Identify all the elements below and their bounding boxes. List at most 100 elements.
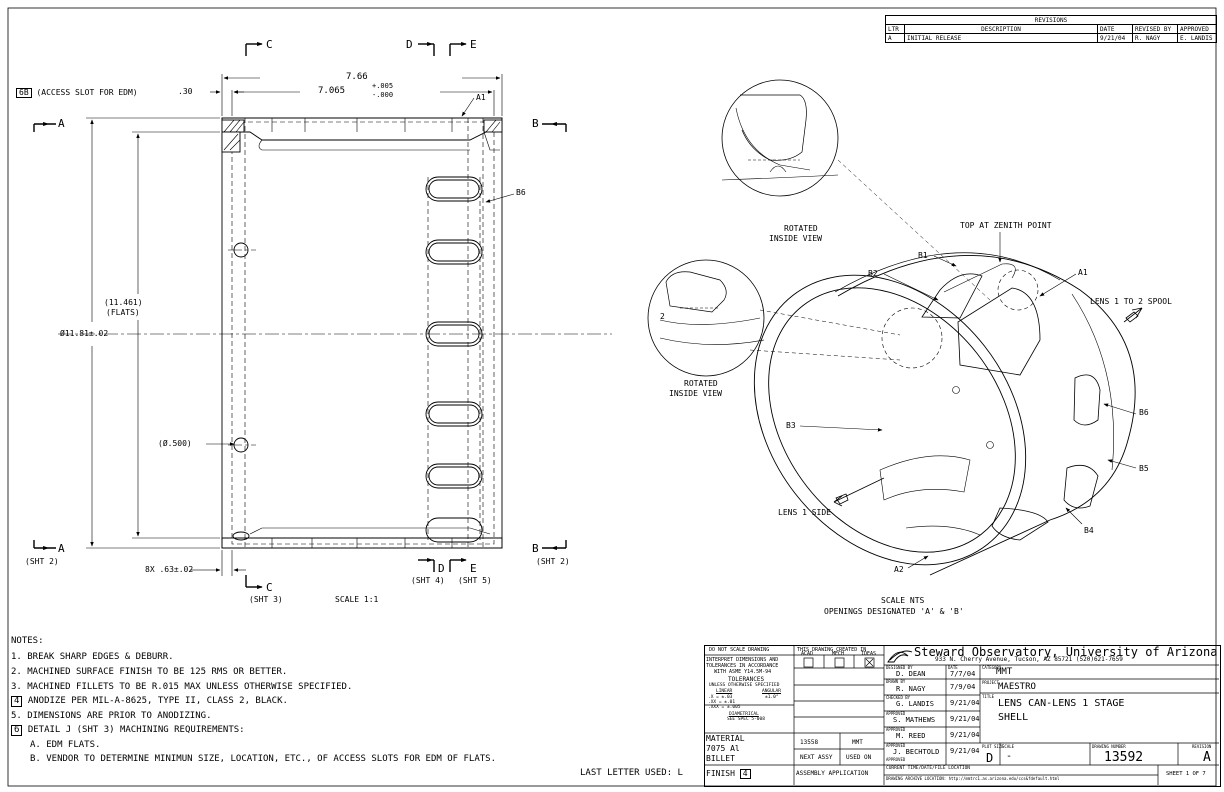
top-flange xyxy=(221,117,503,141)
label-lens1-side: LENS 1 SIDE xyxy=(778,508,831,517)
opening-b5 xyxy=(1063,464,1099,509)
callout-b2: B2 xyxy=(868,269,878,278)
section-label-c-bottom: C xyxy=(266,581,273,594)
slots xyxy=(425,176,483,543)
tb-see-spec: SEE SPEC 5-008 xyxy=(727,717,765,722)
callout-b5: B5 xyxy=(1139,464,1149,473)
callout-b1: B1 xyxy=(918,251,928,260)
tb-next-assy: NEXT ASSY xyxy=(800,754,833,761)
tb-material-2: BILLET xyxy=(706,754,735,763)
tb-tol-3: .XXX = ±.005 xyxy=(708,705,741,710)
section-label-b-bottom: B xyxy=(532,542,539,555)
hatch-corner-tr xyxy=(483,119,503,133)
tb-drawing-number: 13592 xyxy=(1104,750,1144,765)
callout-b6-section: B6 xyxy=(516,188,526,197)
dim-flats-label: (FLATS) xyxy=(106,308,140,317)
tb-do-not-scale: DO NOT SCALE DRAWING xyxy=(709,647,770,653)
tb-designed-date: 7/7/04 xyxy=(950,670,976,678)
label-rotated-1: ROTATED xyxy=(784,224,818,233)
access-slot-text: (ACCESS SLOT FOR EDM) xyxy=(36,88,138,97)
section-view xyxy=(33,41,612,590)
isometric-view xyxy=(647,79,1143,576)
section-label-d-top: D xyxy=(406,38,413,51)
tb-created-in: THIS DRAWING CREATED IN xyxy=(797,647,867,653)
tb-title-1: LENS CAN-LENS 1 STAGE xyxy=(998,698,1125,709)
tb-interpret-3: WITH ASME Y14.5M-94 xyxy=(714,669,772,675)
tb-mmt: MMT xyxy=(852,739,863,746)
tb-drawn-by: R. NAGY xyxy=(896,685,926,693)
tb-current-time: CURRENT TIME/DATE/FILE LOCATION xyxy=(886,766,970,771)
rev-cell: INITIAL RELEASE xyxy=(904,33,1098,43)
rev-cell: E. LANDIS xyxy=(1177,33,1217,43)
tb-sheet: SHEET 1 OF 7 xyxy=(1166,771,1206,777)
opening-b4 xyxy=(991,507,1049,541)
tb-material-1: 7075 Al xyxy=(706,744,740,753)
tb-revision-label: REVISION xyxy=(1192,744,1212,749)
callout-b3: B3 xyxy=(786,421,796,430)
tb-approved-label-4: APPROVED xyxy=(886,757,906,762)
tb-category: MMT xyxy=(996,667,1013,677)
section-outline xyxy=(221,117,503,549)
shell-body xyxy=(837,255,1136,576)
tb-scale: - xyxy=(1006,751,1013,762)
rev-header-approved: APPROVED xyxy=(1177,24,1217,34)
section-label-a-bottom: A xyxy=(58,542,65,555)
tb-checked-label: CHECKED BY xyxy=(886,695,911,700)
tb-used-on: USED ON xyxy=(846,754,872,761)
section-label-e-top: E xyxy=(470,38,477,51)
sheet-ref-b: (SHT 2) xyxy=(536,557,570,566)
section-label-c-top: C xyxy=(266,38,273,51)
label-lens-spool: LENS 1 TO 2 SPOOL xyxy=(1090,297,1172,306)
tb-tol-angular: ±1.0° xyxy=(765,695,779,700)
callout-b4: B4 xyxy=(1084,526,1094,535)
callout-b6: B6 xyxy=(1139,408,1149,417)
dim-8x: 8X .63±.02 xyxy=(145,565,194,574)
tb-part-no: 13558 xyxy=(800,739,819,746)
note-6b-tag: 6B xyxy=(16,88,32,98)
tb-angular: ANGULAR xyxy=(762,689,781,694)
section-scale: SCALE 1:1 xyxy=(335,595,379,604)
dim-030: .30 xyxy=(178,87,193,96)
tb-tol-2: .XX = ±.01 xyxy=(708,700,736,705)
tb-company: Steward Observatory, University of Arizo… xyxy=(914,645,1218,659)
tb-finish-note: 4 xyxy=(739,769,751,779)
tb-ideas: IDEAS xyxy=(861,651,877,657)
tb-checked-by: G. LANDIS xyxy=(896,700,934,708)
title-block-lines xyxy=(704,645,1219,785)
callout-a1: A1 xyxy=(1078,268,1088,277)
tb-approved-1: S. MATHEWS xyxy=(893,716,936,724)
tb-acad: ACAD xyxy=(801,651,814,657)
tb-unless: UNLESS OTHERWISE SPECIFIED xyxy=(709,683,780,688)
tb-project: MAESTRO xyxy=(998,682,1036,692)
detail-circle-top xyxy=(721,79,839,197)
sheet-ref-d: (SHT 4) xyxy=(411,576,445,585)
note-5: 5. DIMENSIONS ARE PRIOR TO ANODIZING. xyxy=(11,711,212,721)
section-label-a-top: A xyxy=(58,117,65,130)
rev-header-date: DATE xyxy=(1097,24,1133,34)
tb-drawing-number-label: DRAWING NUMBER xyxy=(1092,744,1126,749)
section-label-e-bottom: E xyxy=(470,562,477,575)
tb-category-label: CATEGORY xyxy=(982,665,1002,670)
tb-designed-label: DESIGNED BY xyxy=(886,665,913,670)
opening-a1 xyxy=(957,287,1041,376)
tb-designed-by: D. DEAN xyxy=(896,670,926,678)
dim-hole: (Ø.500) xyxy=(158,439,192,448)
dim-flats: (11.461) xyxy=(104,298,143,307)
last-letter-used: LAST LETTER USED: L xyxy=(580,768,683,778)
tb-approved-1-date: 9/21/04 xyxy=(950,715,980,723)
label-top-zenith: TOP AT ZENITH POINT xyxy=(960,221,1052,230)
detail-circle-left xyxy=(647,259,765,377)
note-6a: A. EDM FLATS. xyxy=(30,740,101,750)
tb-drawn-label: DRAWN BY xyxy=(886,679,906,684)
label-inside-view-1: INSIDE VIEW xyxy=(769,234,822,243)
rev-header-ltr: LTR xyxy=(885,24,905,34)
bottom-flange xyxy=(221,537,503,549)
tb-drawn-date: 7/9/04 xyxy=(950,683,976,691)
tb-tolerances: TOLERANCES xyxy=(728,676,765,683)
front-ring-outer xyxy=(753,274,1027,566)
label-openings: OPENINGS DESIGNATED 'A' & 'B' xyxy=(824,607,964,616)
section-label-b-top: B xyxy=(532,117,539,130)
rev-cell: 9/21/04 xyxy=(1097,33,1133,43)
dim-tol-minus: -.000 xyxy=(372,91,394,99)
dim-7065: 7.065 xyxy=(318,86,346,96)
